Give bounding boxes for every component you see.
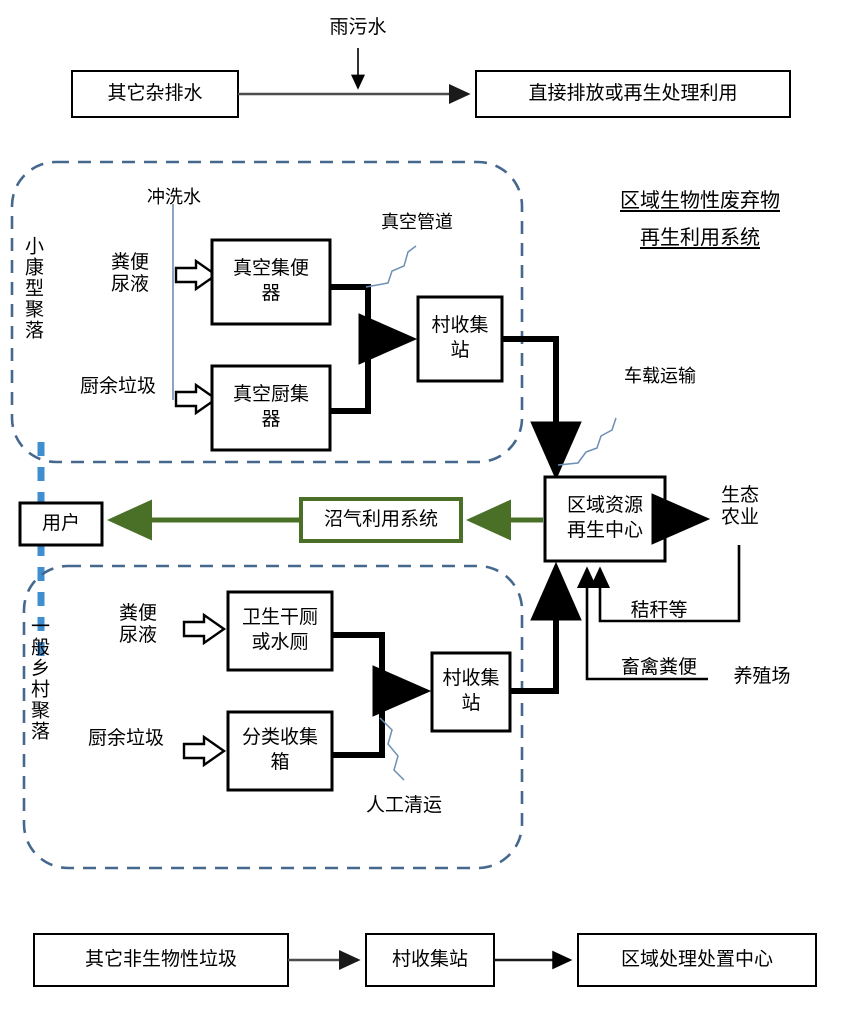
box-regional-disposal-center bbox=[577, 933, 817, 987]
label-village-station-lower: 村收集 站 bbox=[442, 668, 500, 714]
box-sorting-bin bbox=[226, 710, 334, 792]
box-direct-discharge bbox=[475, 70, 791, 118]
label-sorting-bin: 分类收集 箱 bbox=[241, 727, 318, 773]
box-dry-or-flush-toilet bbox=[226, 590, 334, 672]
label-regional-center: 区域资源 再生中心 bbox=[566, 495, 643, 541]
box-biogas-system bbox=[299, 497, 463, 543]
label-vacuum-kitchen: 真空厨集 器 bbox=[232, 384, 309, 430]
box-village-station-bottom bbox=[365, 933, 495, 987]
label-dry-or-flush-toilet: 卫生干厕 或水厕 bbox=[241, 607, 318, 653]
label-other-wastewater: 其它杂排水 bbox=[107, 82, 203, 104]
label-village-station-upper: 村收集 站 bbox=[431, 315, 489, 361]
label-rain-sewage: 雨污水 bbox=[329, 17, 387, 38]
pipe-bin-to-junction bbox=[332, 691, 385, 758]
block-arrow-excreta-upper bbox=[174, 258, 219, 292]
label-kitchen-waste-upper: 厨余垃圾 bbox=[79, 376, 156, 397]
region-lower-boundary bbox=[22, 564, 524, 870]
leader-vacuum-pipe bbox=[365, 245, 417, 288]
diagram-title-line1: 区域生物性废弃物 bbox=[620, 190, 780, 212]
block-arrow-kitchen-upper bbox=[174, 382, 219, 416]
label-vehicle-transport-annotation: 车载运输 bbox=[624, 366, 696, 386]
label-other-nonbio-waste: 其它非生物性垃圾 bbox=[84, 948, 237, 970]
region-lower-name: 一般乡村聚落 bbox=[27, 616, 49, 742]
leader-vehicle-transport bbox=[557, 417, 617, 466]
top-row-group bbox=[71, 48, 791, 118]
box-vacuum-kitchen bbox=[210, 364, 332, 452]
label-regional-disposal-center: 区域处理处置中心 bbox=[620, 948, 773, 970]
diagram-title-line2: 再生利用系统 bbox=[640, 227, 760, 249]
box-village-station-lower bbox=[430, 651, 512, 733]
block-arrow-kitchen-lower bbox=[182, 734, 227, 768]
label-vacuum-pipe-annotation: 真空管道 bbox=[381, 212, 453, 232]
region-upper-name: 小康型聚落 bbox=[21, 236, 43, 341]
box-village-station-upper bbox=[416, 295, 504, 383]
label-breeding-farm: 养殖场 bbox=[733, 666, 791, 687]
label-eco-agriculture: 生态 农业 bbox=[720, 485, 759, 529]
label-livestock-manure: 畜禽粪便 bbox=[620, 657, 697, 678]
label-excreta-lower: 粪便 尿液 bbox=[118, 603, 157, 647]
pipe-station-upper-to-center bbox=[502, 336, 582, 481]
box-regional-center bbox=[543, 475, 667, 563]
pipe-toilet-lower-to-junction bbox=[332, 632, 385, 691]
label-manual-clearing-annotation: 人工清运 bbox=[365, 795, 442, 816]
label-vacuum-toilet: 真空集便 器 bbox=[232, 258, 309, 304]
label-flush-water: 冲洗水 bbox=[147, 187, 201, 207]
label-direct-discharge: 直接排放或再生处理利用 bbox=[528, 82, 738, 104]
pipe-toilet-to-junction bbox=[330, 284, 371, 339]
pipe-kitchen-to-junction bbox=[330, 339, 371, 414]
label-excreta-upper: 粪便 尿液 bbox=[110, 252, 149, 296]
label-village-station-bottom: 村收集站 bbox=[391, 948, 468, 970]
label-straw: 秸秆等 bbox=[630, 600, 688, 621]
label-biogas-system: 沼气利用系统 bbox=[323, 508, 438, 530]
block-arrow-excreta-lower bbox=[182, 612, 227, 646]
pipe-station-lower-to-center bbox=[510, 561, 582, 694]
region-upper-boundary bbox=[10, 160, 524, 464]
arrow-straw-to-center bbox=[589, 545, 741, 623]
arrow-manure-to-center bbox=[576, 566, 708, 681]
leader-manual-clearing bbox=[379, 717, 405, 781]
label-kitchen-waste-lower: 厨余垃圾 bbox=[87, 728, 164, 749]
bottom-row-group bbox=[33, 933, 817, 987]
box-user bbox=[18, 501, 104, 547]
box-other-wastewater bbox=[71, 70, 239, 118]
box-vacuum-toilet bbox=[210, 238, 332, 326]
label-user: 用户 bbox=[41, 512, 80, 534]
